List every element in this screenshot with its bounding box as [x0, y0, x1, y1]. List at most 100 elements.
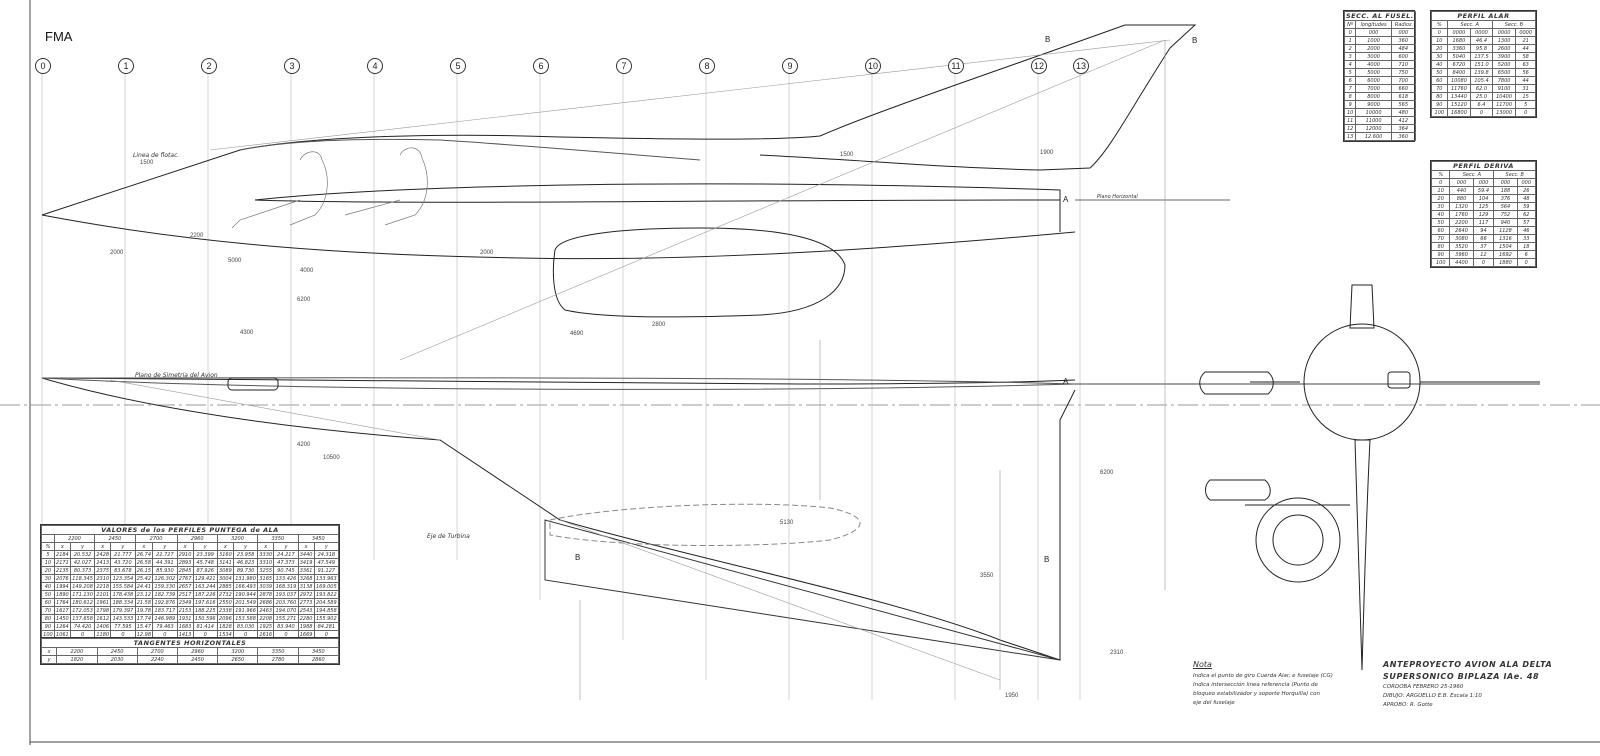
- table-header: longitudes: [1355, 20, 1392, 29]
- table-cell: 2600: [1491, 44, 1517, 53]
- table-cell: 44.391: [152, 558, 178, 567]
- table-cell: 126.302: [152, 574, 178, 583]
- table-cell: 2878: [257, 590, 275, 599]
- table-cell: 6: [1516, 250, 1537, 259]
- table-cell: 3310: [257, 558, 275, 567]
- table-cell: 4400: [1449, 258, 1474, 267]
- valores-perfiles-table: VALORES de los PERFILES PUNTEGA de ALA 2…: [40, 524, 340, 648]
- front-view: [1199, 284, 1540, 671]
- table-cell: 104: [1472, 194, 1495, 203]
- table-header: 2700: [134, 534, 178, 543]
- table-cell: 1617: [53, 606, 71, 615]
- section-marker-a-lower: A: [1063, 377, 1069, 386]
- plan-view-wing-lower: [544, 519, 1061, 661]
- table-cell: 2972: [297, 590, 315, 599]
- table-header: %: [41, 542, 55, 551]
- table-cell: 62: [1516, 210, 1537, 219]
- table-cell: 360: [1390, 36, 1416, 45]
- table-cell: 81.414: [192, 622, 218, 631]
- table-cell: 90.745: [273, 566, 299, 575]
- table-cell: 5000: [1355, 68, 1392, 77]
- section-marker-a-upper: A: [1063, 195, 1069, 204]
- table-cell: 600: [1390, 52, 1416, 61]
- table-cell: 187.226: [192, 590, 218, 599]
- table-cell: 30: [1430, 202, 1451, 211]
- table-header: Secc. B: [1491, 20, 1537, 29]
- table-cell: 1988: [297, 622, 315, 631]
- table-cell: 21.777: [110, 550, 136, 559]
- table-cell: 8000: [1355, 92, 1392, 101]
- table-cell: 77.595: [110, 622, 136, 631]
- table-cell: 159.330: [152, 582, 178, 591]
- table-cell: 1300: [1491, 36, 1517, 45]
- table-cell: 70: [1430, 234, 1451, 243]
- table-cell: x: [40, 647, 58, 656]
- table-cell: 60: [1430, 226, 1451, 235]
- table-cell: 1760: [1449, 210, 1474, 219]
- table-header: x: [176, 542, 194, 551]
- station-marker-2: 2: [201, 58, 217, 74]
- table-cell: 74.420: [69, 622, 96, 631]
- table-header: %: [1430, 170, 1451, 179]
- table-cell: 90: [1431, 100, 1448, 109]
- table-cell: 7000: [1355, 84, 1392, 93]
- table-cell: 0000: [1470, 28, 1493, 37]
- label-plano-simetria: Plano de Simetria del Avion: [135, 372, 218, 379]
- table-cell: 8: [1343, 92, 1357, 101]
- table-cell: 3450: [297, 647, 340, 656]
- table-cell: 3080: [1449, 234, 1474, 243]
- table-cell: 2: [1343, 44, 1357, 53]
- table-cell: 0: [1470, 108, 1493, 117]
- table-cell: 50: [41, 590, 55, 599]
- table-cell: 197.616: [192, 598, 218, 607]
- table-cell: 123.354: [110, 574, 136, 583]
- section-marker-b-upper: B: [1045, 35, 1051, 44]
- title-meta-line: APROBO: R. Gotte: [1383, 702, 1433, 708]
- table-cell: 10: [1431, 36, 1448, 45]
- table-cell: 183.717: [152, 606, 178, 615]
- station-marker-13: 13: [1073, 58, 1089, 74]
- table-cell: 6: [1343, 76, 1357, 85]
- fuselage-side-spine: [254, 183, 1061, 203]
- table-cell: 3000: [1355, 52, 1392, 61]
- table-title: SECC. AL FUSEL.: [1344, 11, 1416, 21]
- table-cell: 1828: [216, 622, 234, 631]
- table-header: Secc. A: [1449, 170, 1495, 179]
- table-title: VALORES de los PERFILES PUNTEGA de ALA: [41, 525, 339, 535]
- table-cell: 5: [41, 550, 55, 559]
- table-cell: 47.549: [313, 558, 340, 567]
- table-cell: 5040: [1446, 52, 1472, 61]
- table-cell: 191.966: [232, 606, 259, 615]
- table-cell: 564: [1493, 202, 1518, 211]
- table-cell: 2885: [216, 582, 234, 591]
- table-cell: 155.584: [110, 582, 136, 591]
- table-cell: 17.74: [134, 614, 154, 623]
- table-cell: 3900: [1491, 52, 1517, 61]
- table-cell: 2096: [216, 614, 234, 623]
- table-header: Secc. A: [1446, 20, 1493, 29]
- table-cell: 2657: [176, 582, 194, 591]
- table-cell: 20: [1431, 44, 1448, 53]
- table-cell: 3330: [257, 550, 275, 559]
- table-cell: 190.944: [232, 590, 259, 599]
- table-cell: 3004: [216, 574, 234, 583]
- dimension-label: 6200: [297, 297, 311, 303]
- table-cell: 7: [1343, 84, 1357, 93]
- table-header: y: [110, 542, 136, 551]
- table-cell: 2428: [94, 550, 112, 559]
- table-cell: 150.596: [192, 614, 218, 623]
- table-cell: 1683: [176, 622, 194, 631]
- table-header: [41, 534, 55, 543]
- table-cell: 168.319: [273, 582, 299, 591]
